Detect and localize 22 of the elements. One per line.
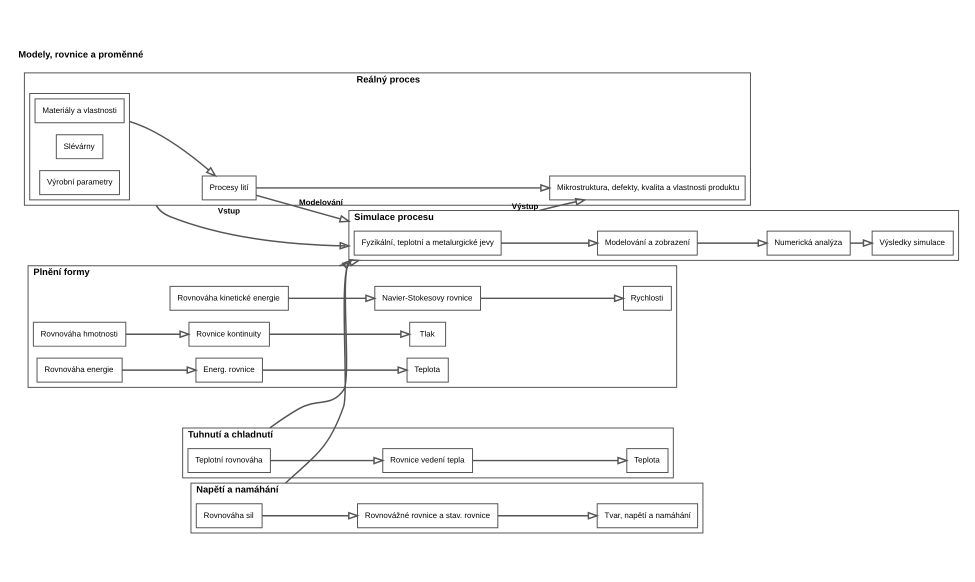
- arrow: [122, 366, 198, 374]
- arrow: [256, 194, 351, 223]
- arrow: [501, 239, 600, 248]
- arrow: [498, 512, 600, 520]
- label: Modely, rovnice a proměnné: [18, 49, 144, 60]
- arrow: [256, 184, 552, 192]
- arrow: [697, 239, 770, 248]
- cluster: [29, 93, 130, 200]
- arrow: [288, 294, 377, 302]
- arrow: [850, 239, 874, 248]
- arrow: [269, 259, 354, 429]
- arrow: [262, 366, 410, 374]
- arrow: [156, 204, 352, 250]
- arrow: [262, 512, 360, 520]
- arrow: [480, 294, 626, 302]
- arrow: [270, 330, 412, 338]
- arrow: [270, 456, 385, 465]
- arrow: [129, 120, 217, 178]
- arrow: [472, 456, 629, 465]
- arrow: [126, 330, 191, 338]
- arrow: [284, 259, 354, 484]
- arrow: [339, 258, 361, 267]
